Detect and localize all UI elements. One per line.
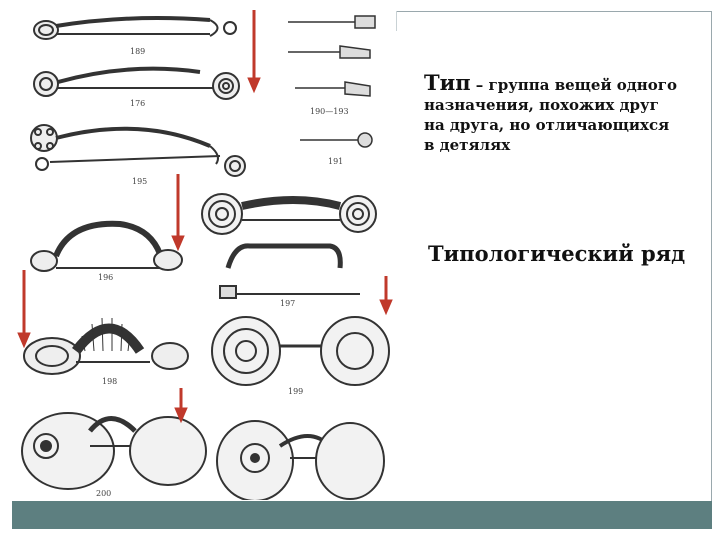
figure-number: 189 bbox=[130, 47, 145, 56]
fibula-195 bbox=[30, 124, 246, 177]
definition-dash-text: – группа вещей одного bbox=[470, 76, 677, 94]
arrow-5 bbox=[174, 388, 188, 424]
arrow-1 bbox=[247, 10, 261, 94]
fibula-200 bbox=[21, 412, 207, 490]
fibula-197 bbox=[219, 243, 360, 299]
arrow-2 bbox=[171, 174, 185, 252]
figure-numbers: 189 176 190—193 191 195 196 197 198 199 … bbox=[96, 47, 349, 498]
fibula-bottom-right bbox=[216, 420, 385, 500]
typological-series-title: Типологический ряд bbox=[428, 241, 686, 266]
arrow-4 bbox=[379, 276, 393, 316]
fibula-189 bbox=[33, 16, 237, 40]
figure-number: 200 bbox=[96, 489, 111, 498]
definition-first-line: Тип – группа вещей одного bbox=[424, 70, 704, 95]
figure-number: 191 bbox=[328, 157, 343, 166]
fibulae-illustration-plate: 189 176 190—193 191 195 196 197 198 199 … bbox=[17, 10, 393, 500]
fibula-199 bbox=[211, 316, 390, 386]
frame-left-line bbox=[396, 11, 397, 31]
definition-line: назначения, похожих друг bbox=[424, 96, 659, 114]
figure-number: 199 bbox=[288, 387, 303, 396]
bottom-bar bbox=[12, 501, 712, 529]
fibula-176 bbox=[33, 66, 240, 100]
figure-number: 197 bbox=[280, 299, 295, 308]
fibula-196 bbox=[30, 220, 183, 272]
figure-number: 176 bbox=[130, 99, 145, 108]
figure-number: 198 bbox=[102, 377, 117, 386]
arrows bbox=[17, 10, 393, 424]
definition-line: в детялях bbox=[424, 136, 511, 154]
arrow-3 bbox=[17, 270, 31, 349]
figure-number: 190—193 bbox=[310, 107, 349, 116]
fibula-198 bbox=[23, 317, 189, 375]
definition-line: на друга, но отличающихся bbox=[424, 116, 670, 134]
definition-term: Тип bbox=[424, 70, 471, 95]
needles-190-193 bbox=[288, 15, 376, 148]
figure-number: 195 bbox=[132, 177, 147, 186]
type-definition: Тип – группа вещей одного назначения, по… bbox=[424, 70, 704, 155]
figure-number: 196 bbox=[98, 273, 113, 282]
frame-right-line bbox=[711, 11, 712, 501]
frame-top-line bbox=[396, 11, 712, 12]
fibula-spiral bbox=[201, 193, 377, 235]
